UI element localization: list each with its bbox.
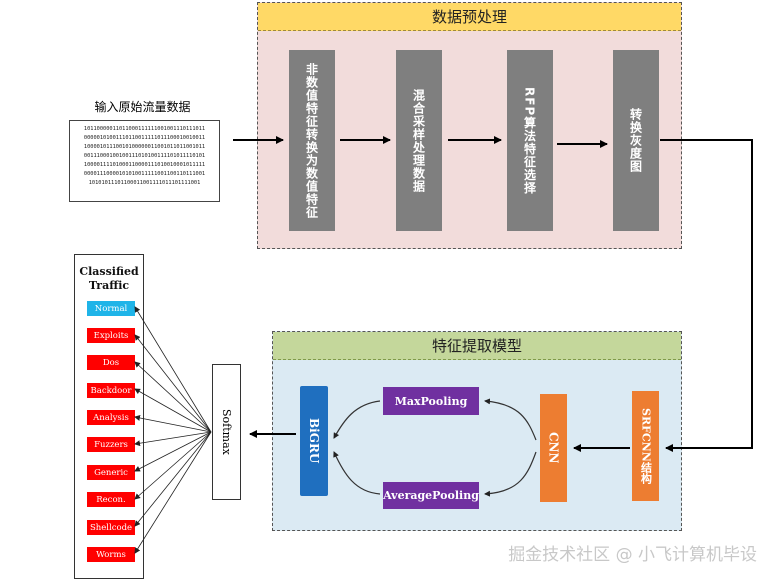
class-shellcode: Shellcode [87, 520, 135, 535]
maxpooling-block: MaxPooling [383, 387, 479, 415]
arrow-avgpool-to-bigru [333, 451, 381, 495]
arrow-cnn-to-maxpool [484, 398, 537, 441]
class-normal: Normal [87, 301, 135, 316]
binary-data-box: 10110000011011000111111001001110111011 0… [69, 120, 220, 202]
class-recon: Recon. [87, 492, 135, 507]
arrow-step4-to-srfcnn [660, 139, 753, 452]
step-encode-features: 非数值特征转换为数值特征 [289, 50, 335, 231]
classified-traffic-box: Classified Traffic Normal Exploits Dos B… [74, 254, 144, 579]
class-backdoor: Backdoor [87, 383, 135, 398]
class-generic: Generic [87, 465, 135, 480]
step-grayscale: 转换灰度图 [613, 50, 659, 231]
softmax-fan-lines [134, 306, 212, 554]
binary-line: 10000111101000110000111010010001011111 [83, 162, 206, 168]
class-exploits: Exploits [87, 328, 135, 343]
softmax-block: Softmax [212, 364, 241, 500]
binary-line: 10110000011011000111111001001110111011 [83, 126, 206, 132]
step-rfp-selection: RFP算法特征选择 [507, 50, 553, 231]
classified-title: Classified Traffic [79, 265, 139, 292]
step-hybrid-sampling: 混合采样处理数据 [396, 50, 442, 231]
input-label: 输入原始流量数据 [94, 100, 191, 114]
binary-line: 00000101001110110011111011100010010011 [83, 135, 206, 141]
class-dos: Dos [87, 355, 135, 370]
arrow-maxpool-to-bigru [333, 400, 381, 439]
cnn-block: CNN [540, 394, 567, 502]
srfcnn-block: SRFCNN结构 [632, 391, 659, 501]
binary-line: 10101011101100011001111011101111001 [88, 180, 201, 186]
feature-title: 特征提取模型 [273, 332, 681, 360]
class-worms: Worms [87, 547, 135, 562]
binary-line: 00111000100100111010100111101011110101 [83, 153, 206, 159]
binary-line: 00001110000101010011111001100110111001 [83, 171, 206, 177]
binary-line: 10000101110010100000011001011011001011 [83, 144, 206, 150]
averagepooling-block: AveragePooling [383, 482, 479, 509]
bigru-block: BiGRU [300, 386, 328, 496]
preprocess-title: 数据预处理 [258, 3, 681, 31]
arrow-cnn-to-avgpool [484, 451, 537, 497]
class-fuzzers: Fuzzers [87, 437, 135, 452]
class-analysis: Analysis [87, 410, 135, 425]
feature-panel: 特征提取模型 [272, 331, 682, 531]
watermark: 掘金技术社区 @ 小飞计算机毕设 [508, 545, 757, 565]
